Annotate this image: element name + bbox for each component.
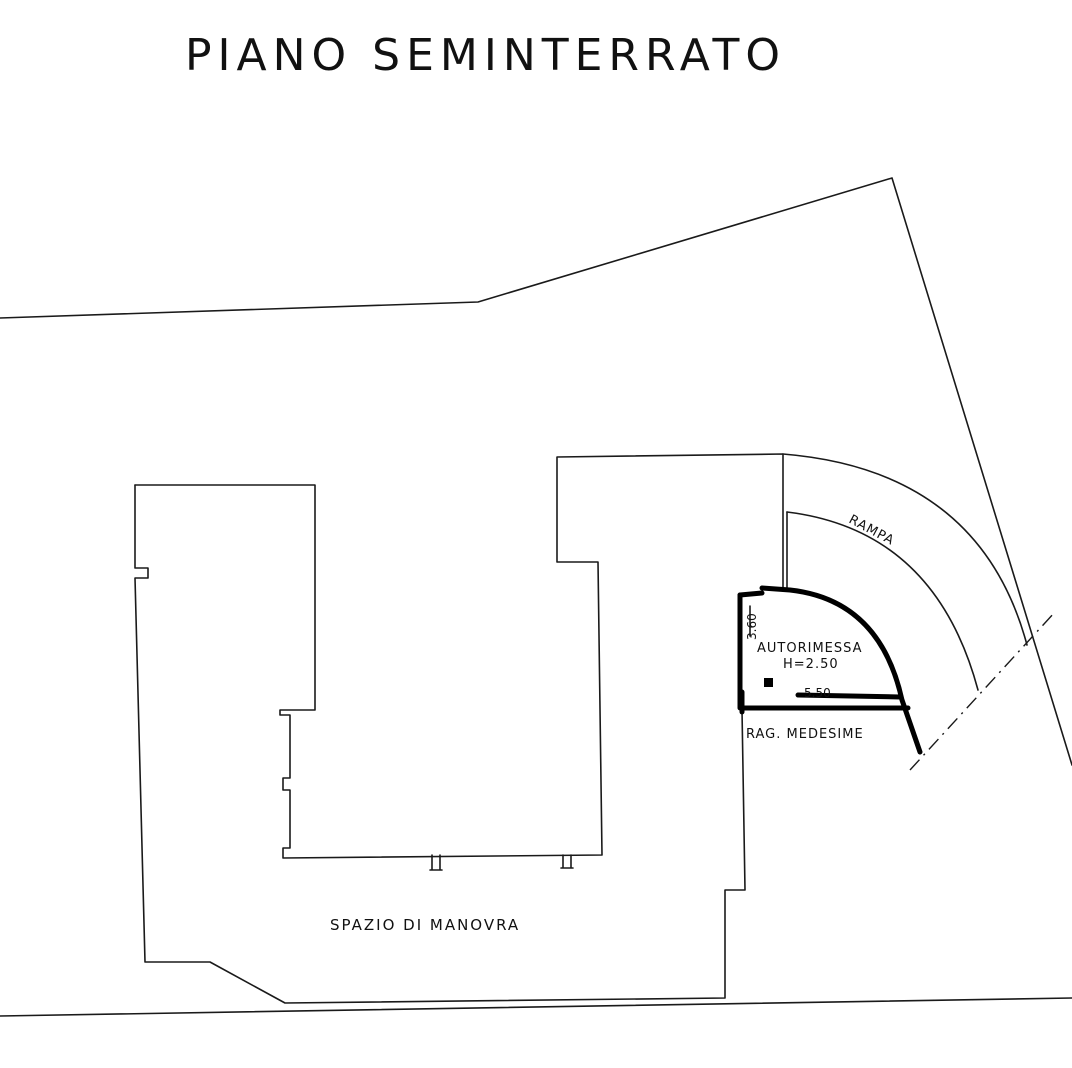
ramp bbox=[782, 453, 1056, 771]
garage-side-dimension: 3.60 bbox=[745, 613, 759, 640]
ramp-label: RAMPA bbox=[846, 512, 897, 548]
plan-title: PIANO SEMINTERRATO bbox=[185, 30, 786, 81]
garage-width-dimension: 5.50 bbox=[804, 686, 831, 700]
maneuver-space-label: SPAZIO DI MANOVRA bbox=[330, 916, 520, 934]
basement-outline bbox=[134, 453, 784, 1004]
site-boundary bbox=[0, 177, 1072, 1017]
column-marker bbox=[764, 678, 773, 687]
garage-unit bbox=[737, 585, 923, 755]
medesime-label: RAG. MEDESIME bbox=[746, 727, 864, 742]
garage-height-label: H=2.50 bbox=[783, 657, 839, 672]
garage-label: AUTORIMESSA bbox=[757, 641, 863, 656]
